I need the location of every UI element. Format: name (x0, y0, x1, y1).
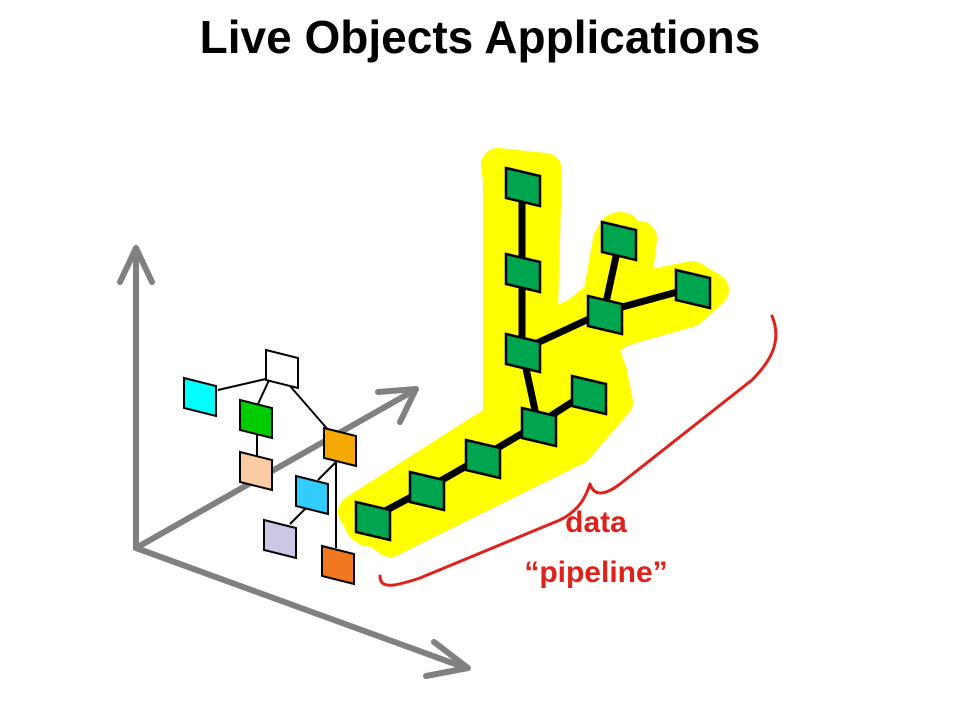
pipeline-node (674, 268, 712, 310)
edge (289, 507, 307, 525)
pipeline-node (354, 500, 392, 542)
pipeline-node (504, 166, 542, 208)
tree-node-dark-orange (321, 544, 355, 586)
tree-node-green (239, 398, 273, 440)
tree-node-lavender (263, 518, 297, 560)
edge (257, 377, 271, 405)
tree-nodes (183, 348, 357, 586)
axis-depth (133, 387, 418, 551)
pipeline-node (600, 220, 638, 262)
axis-depth-arrowhead (375, 386, 419, 425)
axes (117, 245, 471, 679)
axis-vertical-arrowhead (117, 245, 155, 285)
tree-node-peach (239, 450, 273, 492)
tree-edges (217, 377, 337, 548)
pipeline-node (586, 294, 624, 336)
pipeline-node (464, 438, 502, 480)
tree-node-sky (295, 474, 329, 516)
pipeline-node (570, 374, 608, 416)
pipeline-brace (378, 314, 778, 587)
pipeline-node (504, 252, 542, 294)
axis-horizontal (133, 545, 469, 671)
annotation-line1: data (565, 506, 627, 539)
slide-title: Live Objects Applications (199, 11, 761, 63)
pipeline-node (520, 406, 558, 448)
pipeline-node (504, 332, 542, 374)
tree-node-root (265, 348, 299, 390)
axis-horizontal-arrowhead (423, 639, 471, 679)
edge (317, 461, 337, 481)
pipeline-node (408, 470, 446, 512)
pipeline-nodes (354, 166, 712, 542)
annotation-line2: “pipeline” (524, 556, 667, 589)
edge (289, 385, 331, 433)
tree-node-cyan (183, 376, 217, 418)
edge (217, 377, 271, 391)
tree-node-orange (323, 426, 357, 468)
